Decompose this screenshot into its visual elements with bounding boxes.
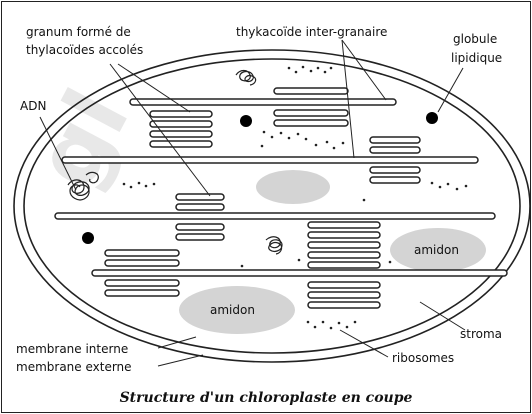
label-membrane-interne: membrane interne (16, 342, 128, 356)
label-membrane-externe: membrane externe (16, 360, 132, 374)
starch-grain-top (256, 170, 330, 204)
label-thylakoide: thykacoïde inter-granaire (236, 25, 387, 39)
label-globule-line2: lipidique (451, 51, 502, 65)
thylakoid-lamella (62, 157, 478, 163)
label-ribosomes: ribosomes (392, 351, 454, 365)
thylakoid-lamella (92, 270, 507, 276)
label-stroma: stroma (460, 327, 502, 341)
label-amidon-right: amidon (414, 243, 459, 257)
label-adn: ADN (20, 99, 46, 113)
label-amidon-left: amidon (210, 303, 255, 317)
label-granum-line1: granum formé de (26, 25, 131, 39)
label-granum-line2: thylacoïdes accolés (26, 43, 143, 57)
thylakoid-lamella (55, 213, 495, 219)
label-globule-line1: globule (453, 32, 497, 46)
thylakoid-lamella (130, 99, 396, 105)
figure-caption: Structure d'un chloroplaste en coupe (0, 390, 532, 406)
